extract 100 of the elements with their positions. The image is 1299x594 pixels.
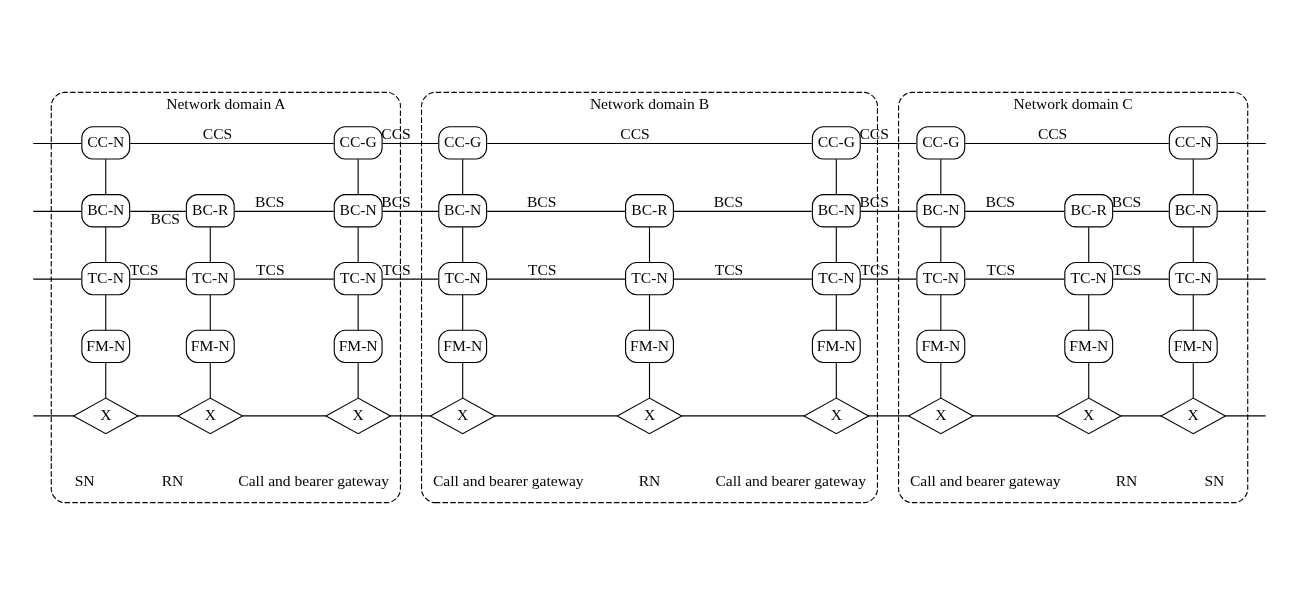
connector bbox=[1192, 361, 1194, 399]
node-box: TC-N bbox=[185, 261, 235, 295]
connector bbox=[494, 414, 618, 416]
node-box: TC-N bbox=[81, 261, 131, 295]
node-box: BC-N bbox=[811, 193, 861, 227]
connector bbox=[1217, 210, 1267, 212]
connector bbox=[462, 293, 464, 331]
node-diamond: X bbox=[72, 397, 140, 434]
connector bbox=[681, 414, 805, 416]
connector bbox=[32, 142, 82, 144]
connector bbox=[137, 414, 179, 416]
connector bbox=[234, 210, 335, 212]
connector bbox=[462, 361, 464, 399]
connector bbox=[648, 293, 651, 331]
node-box: CC-G bbox=[333, 125, 383, 160]
connector bbox=[1192, 293, 1194, 331]
edge-label: TCS bbox=[256, 260, 285, 278]
connector bbox=[129, 210, 187, 212]
connector bbox=[673, 210, 813, 212]
connector bbox=[105, 361, 107, 399]
connector bbox=[835, 293, 837, 331]
connector bbox=[940, 293, 942, 331]
connector bbox=[32, 278, 82, 280]
node-label: SN bbox=[1204, 471, 1225, 489]
node-box: CC-G bbox=[811, 125, 861, 160]
connector bbox=[673, 278, 813, 280]
node-box: BC-R bbox=[625, 193, 674, 227]
connector bbox=[1217, 278, 1267, 280]
connector bbox=[357, 361, 359, 399]
edge-label: BCS bbox=[526, 192, 557, 210]
node-diamond: X bbox=[1055, 397, 1123, 434]
node-diamond: X bbox=[802, 397, 870, 434]
connector bbox=[940, 361, 942, 399]
connector bbox=[1088, 226, 1090, 263]
connector bbox=[964, 278, 1065, 280]
edge-label: CCS bbox=[859, 124, 889, 142]
connector bbox=[129, 278, 187, 280]
node-label: SN bbox=[74, 471, 95, 489]
node-diamond: X bbox=[1159, 397, 1227, 434]
connector bbox=[835, 158, 837, 195]
connector bbox=[835, 226, 837, 263]
node-box: TC-N bbox=[916, 261, 966, 295]
connector bbox=[1224, 414, 1267, 416]
node-box: TC-N bbox=[1168, 261, 1218, 295]
connector bbox=[648, 361, 651, 399]
edge-label: CCS bbox=[620, 124, 650, 142]
connector bbox=[860, 142, 917, 144]
connector bbox=[357, 293, 359, 331]
node-label: Call and bearer gateway bbox=[715, 471, 867, 489]
connector bbox=[972, 414, 1058, 416]
connector bbox=[382, 210, 439, 212]
node-label: Call and bearer gateway bbox=[432, 471, 584, 489]
node-box: FM-N bbox=[185, 329, 235, 363]
edge-label: BCS bbox=[1111, 192, 1142, 210]
connector bbox=[940, 158, 942, 195]
node-label: RN bbox=[161, 471, 184, 489]
node-box: FM-N bbox=[916, 329, 966, 363]
node-box: CC-G bbox=[438, 125, 488, 160]
node-box: TC-N bbox=[333, 261, 383, 295]
node-box: BC-R bbox=[185, 193, 235, 227]
connector bbox=[868, 414, 910, 416]
edge-label: BCS bbox=[150, 209, 180, 227]
node-box: BC-N bbox=[81, 193, 131, 227]
node-diamond: X bbox=[324, 397, 392, 434]
connector bbox=[462, 158, 464, 195]
edge-label: BCS bbox=[859, 192, 889, 210]
connector bbox=[105, 158, 107, 195]
node-box: FM-N bbox=[333, 329, 383, 363]
node-box: FM-N bbox=[811, 329, 861, 363]
node-box: BC-N bbox=[438, 193, 488, 227]
connector bbox=[1217, 142, 1267, 144]
connector bbox=[860, 210, 917, 212]
connector bbox=[462, 226, 464, 263]
connector bbox=[32, 414, 75, 416]
connector bbox=[382, 278, 439, 280]
node-diamond: X bbox=[176, 397, 244, 434]
connector bbox=[486, 210, 626, 212]
connector bbox=[486, 278, 626, 280]
connector bbox=[1192, 226, 1194, 263]
edge-label: CCS bbox=[1037, 124, 1068, 142]
connector bbox=[1120, 414, 1162, 416]
edge-label: BCS bbox=[255, 192, 285, 210]
node-box: CC-G bbox=[916, 125, 966, 160]
node-box: TC-N bbox=[625, 261, 674, 295]
connector bbox=[209, 293, 211, 331]
connector bbox=[382, 142, 439, 144]
node-box: CC-N bbox=[1168, 125, 1218, 160]
edge-label: BCS bbox=[381, 192, 411, 210]
node-box: FM-N bbox=[438, 329, 488, 363]
connector bbox=[105, 226, 107, 263]
connector bbox=[234, 278, 335, 280]
node-box: BC-N bbox=[1168, 193, 1218, 227]
edge-label: TCS bbox=[860, 260, 889, 278]
edge-label: TCS bbox=[986, 260, 1016, 278]
node-diamond: X bbox=[907, 397, 975, 434]
connector bbox=[1088, 293, 1090, 331]
connector bbox=[129, 142, 335, 144]
connector bbox=[1112, 278, 1170, 280]
edge-label: CCS bbox=[381, 124, 411, 142]
connector bbox=[389, 414, 431, 416]
